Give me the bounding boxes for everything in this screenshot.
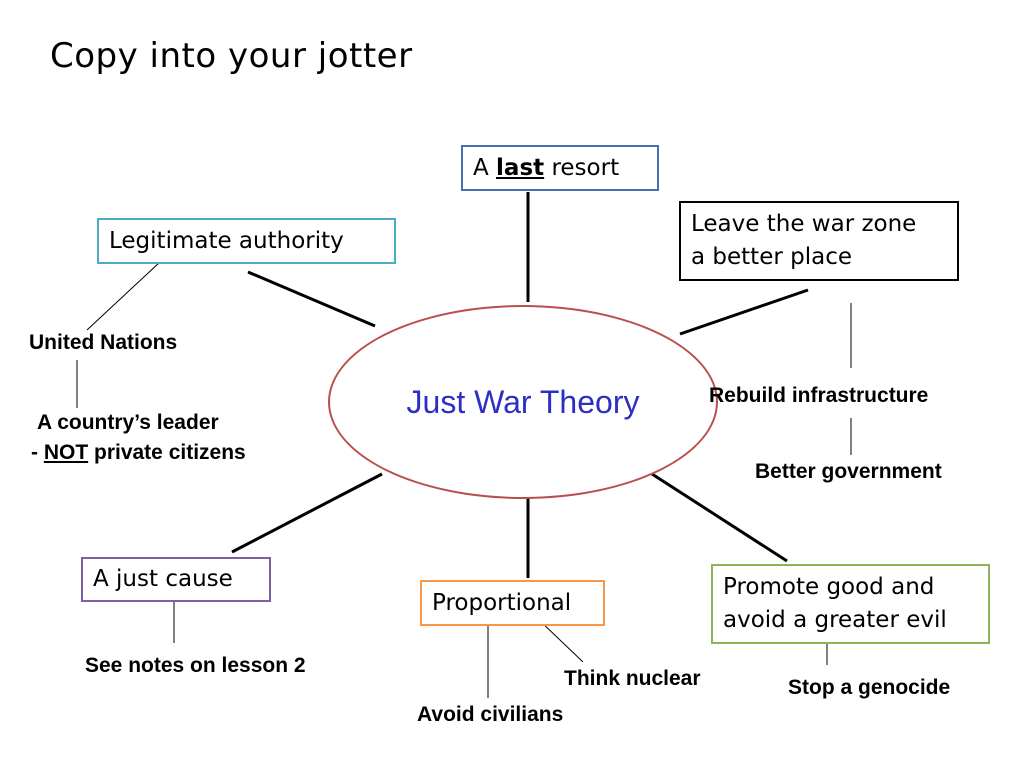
note-stop-genocide: Stop a genocide [788,676,951,699]
note-see-notes: See notes on lesson 2 [85,654,306,677]
note-think-nuclear: Think nuclear [564,667,701,690]
country-leader-line1: A country’s leader [37,411,219,434]
center-node: Just War Theory [328,305,718,499]
last-resort-prefix: A [473,155,497,181]
note-avoid-civilians: Avoid civilians [417,703,564,726]
box-just-cause: A just cause [81,557,271,602]
promote-good-line2: avoid a greater evil [723,607,947,633]
note-country-leader: A country’s leader - NOT private citizen… [31,408,246,468]
last-resort-emphasis: last [496,155,545,181]
just-cause-label: A just cause [93,566,233,592]
note-united-nations: United Nations [29,331,178,354]
legitimate-authority-label: Legitimate authority [109,228,344,254]
spoke-legitimate-authority [247,270,376,328]
leave-better-line2: a better place [691,244,852,270]
proportional-label: Proportional [432,590,572,616]
country-leader-line2: - NOT private citizens [31,438,246,468]
center-label: Just War Theory [406,383,640,420]
last-resort-suffix: resort [544,155,620,181]
spoke-promote-good [651,472,788,563]
box-legitimate-authority: Legitimate authority [97,218,396,264]
country-leader-prefix: - [31,441,44,464]
box-proportional: Proportional [420,580,605,626]
box-leave-better-place: Leave the war zone a better place [679,201,959,281]
country-leader-suffix: private citizens [88,441,246,464]
page-title: Copy into your jotter [50,36,413,76]
box-last-resort: A last resort [461,145,659,191]
box-promote-good: Promote good and avoid a greater evil [711,564,990,644]
note-better-government: Better government [755,460,942,483]
country-leader-emphasis: NOT [43,441,89,464]
link-think-nuclear [537,618,584,663]
promote-good-line1: Promote good and [723,574,935,600]
leave-better-line1: Leave the war zone [691,211,917,237]
note-rebuild-infrastructure: Rebuild infrastructure [709,384,929,407]
spoke-just-cause [231,472,383,554]
link-united-nations [86,261,161,331]
spoke-leave-better [679,288,809,336]
